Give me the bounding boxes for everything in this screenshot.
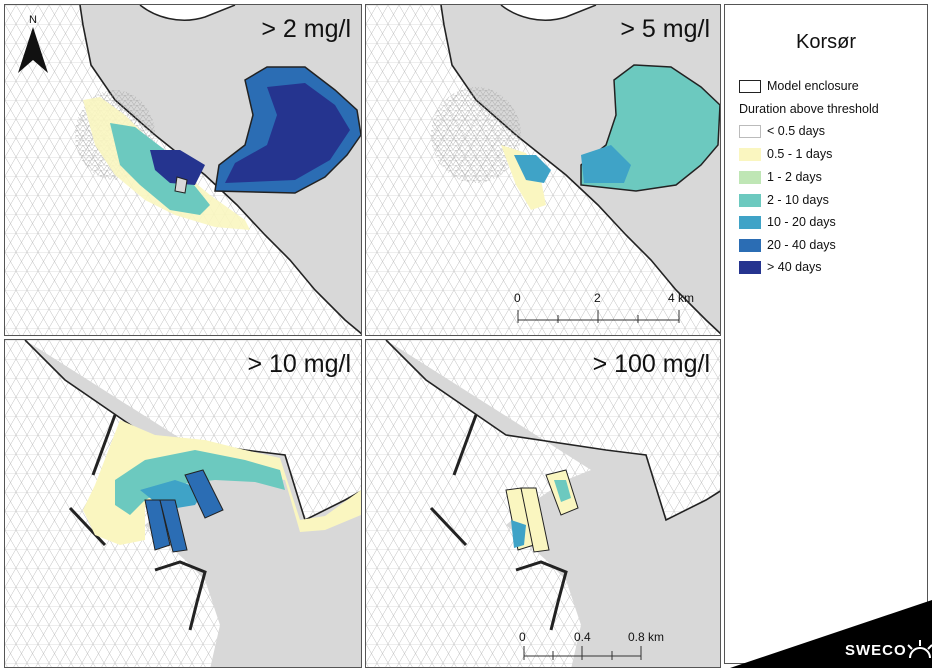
map-panel-5mgl: > 5 mg/l 0 2 4 km	[365, 4, 721, 336]
legend-class-label: 10 - 20 days	[767, 215, 836, 229]
map-10mgl	[5, 340, 361, 667]
plume-high-west	[511, 520, 526, 548]
basin-east	[184, 469, 224, 519]
basin-west	[144, 499, 171, 551]
pier	[154, 560, 207, 631]
basin-middle	[520, 487, 550, 553]
scale-label-4km: 4 km	[668, 291, 695, 305]
north-arrow: N	[18, 14, 48, 73]
legend-class: 1 - 2 days	[739, 169, 822, 185]
enclosure-swatch	[739, 79, 761, 93]
legend-class: 2 - 10 days	[739, 192, 829, 208]
legend-enclosure-label: Model enclosure	[767, 79, 859, 93]
coastline	[24, 340, 361, 522]
breakwater-north	[91, 414, 117, 476]
map-2mgl: N	[5, 5, 361, 335]
scale-bar	[523, 646, 642, 660]
legend-class-label: 0.5 - 1 days	[767, 147, 833, 161]
legend-class: 20 - 40 days	[739, 237, 836, 253]
panel-title: > 10 mg/l	[247, 350, 351, 378]
legend-class: 0.5 - 1 days	[739, 146, 832, 162]
inlet-top	[500, 5, 597, 21]
sweco-logo	[730, 600, 932, 668]
map-panel-10mgl: > 10 mg/l	[4, 339, 362, 668]
class-swatch	[739, 193, 761, 207]
plume-high-east	[554, 480, 571, 502]
map-panel-100mgl: > 100 mg/l 0 0.4 0.8 km	[365, 339, 721, 668]
plume-mid	[115, 450, 285, 515]
legend-class-label: 20 - 40 days	[767, 238, 836, 252]
map-panel-2mgl: N > 2 mg/l	[4, 4, 362, 336]
legend-enclosure: Model enclosure	[739, 78, 859, 94]
legend-duration-header: Duration above threshold	[739, 102, 879, 116]
legend-class-label: 2 - 10 days	[767, 193, 829, 207]
plume-low	[83, 420, 361, 545]
class-swatch	[739, 124, 761, 138]
class-swatch	[739, 170, 761, 184]
map-5mgl	[366, 5, 720, 335]
harbour-island	[174, 176, 188, 194]
fjord-core	[225, 83, 350, 183]
class-swatch	[739, 215, 761, 229]
land-area	[386, 340, 720, 667]
breakwater-west	[429, 506, 468, 547]
coastline	[79, 5, 361, 335]
class-swatch	[739, 260, 761, 274]
legend-class-label: < 0.5 days	[767, 124, 826, 138]
harbour-plume	[514, 155, 551, 183]
panel-title: > 100 mg/l	[592, 350, 710, 378]
pier	[515, 560, 568, 631]
legend-class-label: 1 - 2 days	[767, 170, 822, 184]
scale-label-0-4: 0.4	[574, 630, 591, 644]
panel-title: > 5 mg/l	[620, 15, 710, 43]
breakwater-west	[68, 506, 107, 547]
fjord-inner	[581, 145, 631, 183]
coastline	[385, 340, 720, 522]
class-swatch	[739, 238, 761, 252]
fine-mesh-zone	[431, 87, 521, 183]
scale-bar	[517, 310, 680, 323]
legend-class: < 0.5 days	[739, 123, 825, 139]
map-100mgl	[366, 340, 720, 667]
legend-panel: Korsør Model enclosure Duration above th…	[724, 4, 928, 664]
harbour-plume	[150, 150, 205, 185]
scale-label-0: 0	[514, 291, 521, 305]
sweco-logo-text: SWECO	[845, 642, 907, 659]
basin-middle	[159, 499, 188, 553]
breakwater-north	[452, 414, 478, 476]
panel-title: > 2 mg/l	[261, 15, 351, 43]
scale-label-0: 0	[519, 630, 526, 644]
legend-class: 10 - 20 days	[739, 214, 836, 230]
plume-low	[501, 145, 546, 210]
legend-class-label: > 40 days	[767, 260, 822, 274]
sun-icon	[907, 640, 932, 659]
scale-label-2: 2	[594, 291, 601, 305]
inlet-top	[139, 5, 236, 21]
north-label: N	[29, 14, 37, 26]
legend-title: Korsør	[796, 31, 856, 53]
class-swatch	[739, 147, 761, 161]
legend-class: > 40 days	[739, 259, 822, 275]
coastline	[440, 5, 720, 335]
scale-label-0-8km: 0.8 km	[628, 630, 665, 644]
